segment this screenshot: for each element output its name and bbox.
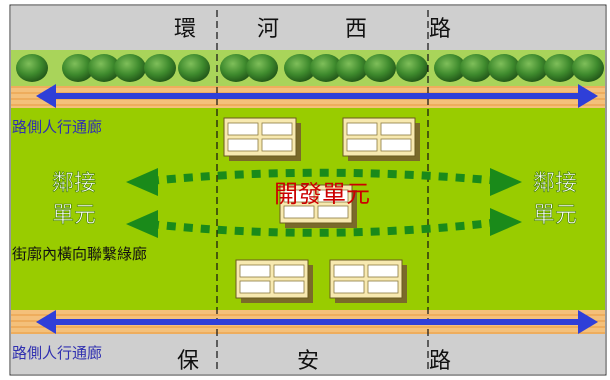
tree-icon — [572, 54, 604, 82]
tree-icon — [178, 54, 210, 82]
bottom-road — [11, 334, 605, 374]
neighbor-left-line-2: 單元 — [52, 203, 96, 228]
development-unit-label: 開發單元 — [274, 180, 370, 208]
tree-row — [16, 54, 604, 82]
tree-icon — [434, 54, 466, 82]
buildings — [223, 117, 420, 303]
road-top-char-1: 環 — [174, 17, 196, 42]
road-bottom-char-2: 安 — [297, 349, 319, 374]
building-icon — [235, 259, 313, 303]
building-icon — [223, 117, 301, 161]
top-sidewalk-arrow — [36, 84, 598, 108]
sidewalk-label-top: 路側人行通廊 — [12, 118, 102, 136]
tree-icon — [16, 54, 48, 82]
tree-icon — [144, 54, 176, 82]
neighbor-right-line-1: 鄰接 — [533, 171, 577, 196]
tree-icon — [488, 54, 520, 82]
road-bottom-char-1: 保 — [177, 349, 199, 374]
tree-icon — [246, 54, 278, 82]
green-corridor-arrow-lower — [126, 208, 522, 238]
tree-icon — [88, 54, 120, 82]
tree-icon — [544, 54, 576, 82]
sidewalk-label-bottom: 路側人行通廊 — [12, 344, 102, 362]
building-icon — [342, 117, 420, 161]
neighbor-left-line-1: 鄰接 — [52, 171, 96, 196]
tree-icon — [516, 54, 548, 82]
tree-icon — [460, 54, 492, 82]
bottom-sidewalk-arrow — [36, 310, 598, 334]
neighbor-right-line-2: 單元 — [533, 203, 577, 228]
tree-icon — [62, 54, 94, 82]
tree-icon — [364, 54, 396, 82]
tree-icon — [220, 54, 252, 82]
road-top-char-4: 路 — [429, 17, 451, 42]
tree-icon — [396, 54, 428, 82]
tree-icon — [336, 54, 368, 82]
tree-icon — [114, 54, 146, 82]
building-icon — [329, 259, 407, 303]
cross-block-corridor-label: 街廓內橫向聯繫綠廊 — [12, 245, 147, 263]
top-road — [11, 6, 605, 50]
green-corridor-arrow-upper — [126, 168, 522, 196]
road-top-char-2: 河 — [257, 17, 279, 42]
tree-icon — [310, 54, 342, 82]
building-icon — [279, 184, 357, 228]
tree-icon — [284, 54, 316, 82]
road-bottom-char-3: 路 — [429, 349, 451, 374]
road-top-char-3: 西 — [345, 17, 367, 42]
